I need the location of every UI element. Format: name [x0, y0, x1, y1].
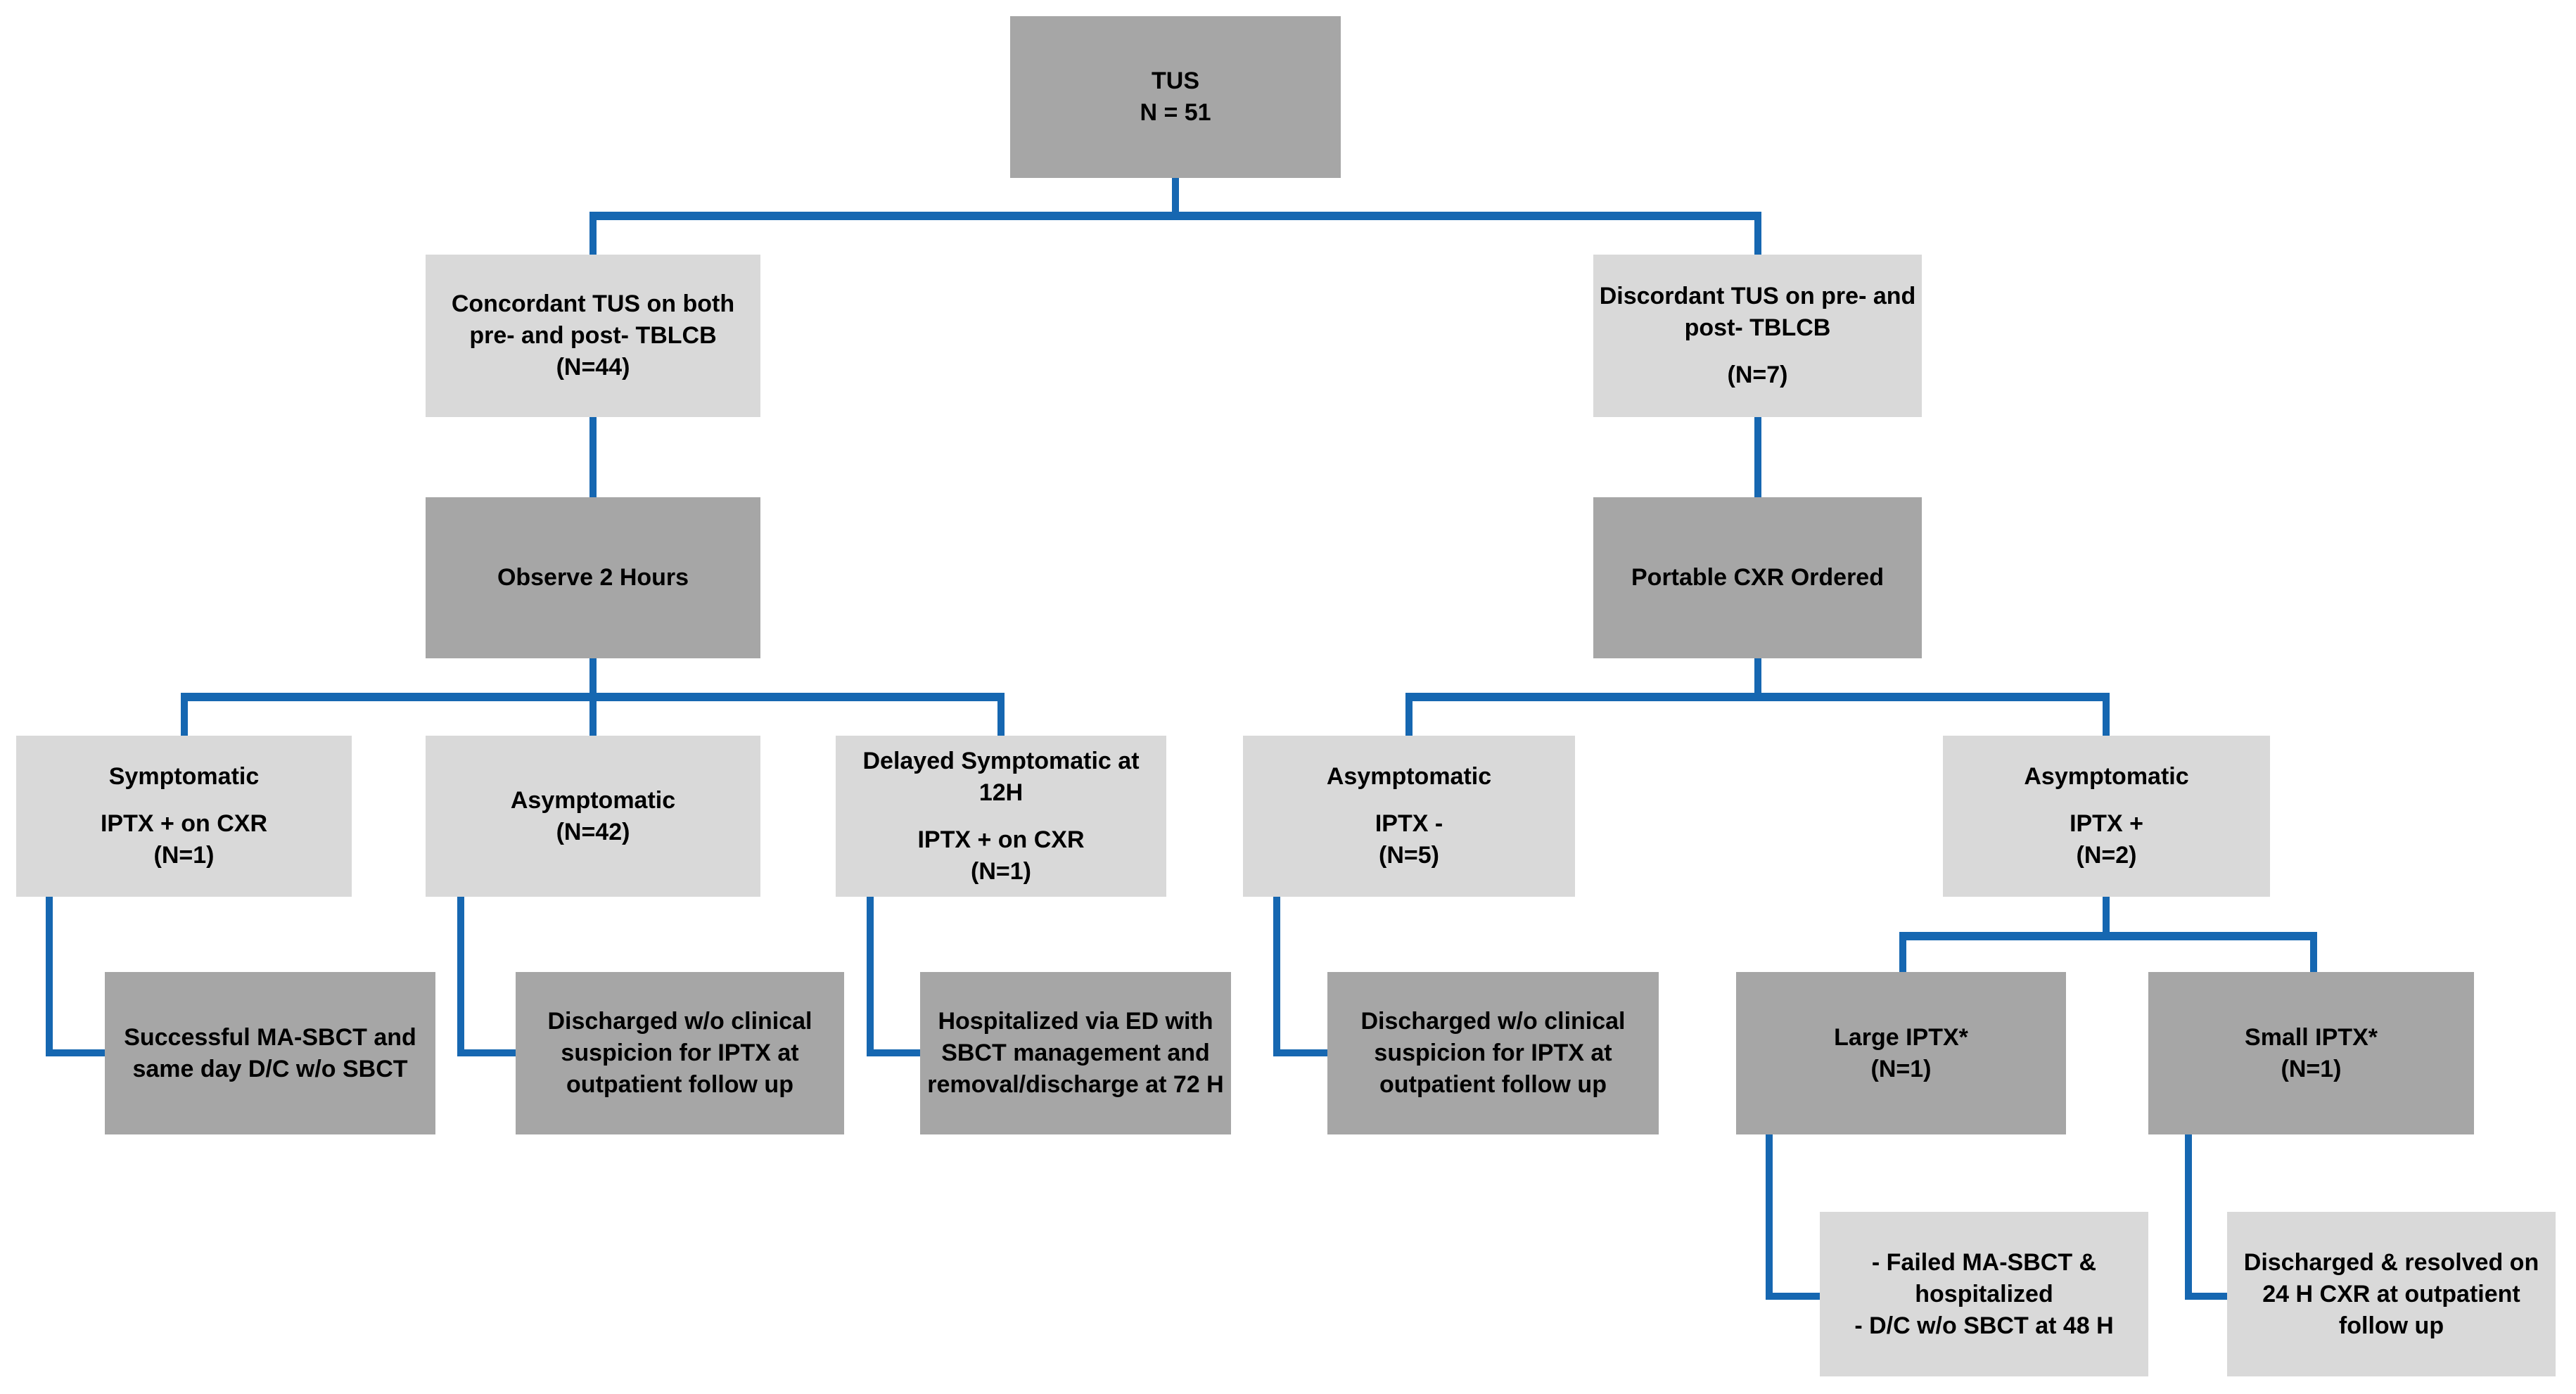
connector-asymptomatic-elbow-h	[457, 1049, 516, 1056]
connector-level1-drop-right	[1754, 212, 1761, 255]
text-line: Concordant TUS on both	[451, 290, 735, 317]
text-line: (N=44)	[556, 354, 630, 381]
text-line: IPTX +	[2070, 810, 2143, 837]
text-line: IPTX -	[1375, 810, 1443, 837]
connector-iptxneg-elbow-v	[1273, 897, 1280, 1056]
connector-level1-bar	[589, 212, 1761, 220]
connector-iptxpos-drop-large	[1899, 932, 1906, 972]
text-line: N = 51	[1140, 99, 1211, 126]
text-line: Asymptomatic	[2024, 763, 2189, 790]
node-failed-ma-sbct: - Failed MA-SBCT & hospitalized - D/C w/o …	[1820, 1212, 2148, 1376]
connector-portable-drop-iptxpos	[2103, 693, 2110, 736]
node-discharged-left: Discharged w/o clinical suspicion for IPT…	[516, 972, 844, 1134]
connector-iptxneg-elbow-h	[1273, 1049, 1327, 1056]
text-line: Symptomatic	[108, 763, 260, 790]
node-asymptomatic-42: Asymptomatic (N=42)	[426, 736, 760, 897]
text-line: (N=1)	[971, 857, 1031, 885]
connector-observe-drop-delayed	[997, 693, 1005, 736]
connector-small-elbow-h	[2185, 1293, 2227, 1300]
connector-portable-bar	[1405, 693, 2110, 701]
connector-iptxpos-bar	[1899, 932, 2317, 940]
text-line: Discharged w/o clinical	[1360, 1008, 1626, 1035]
connector-delayed-elbow-v	[867, 897, 874, 1056]
node-successful-ma-sbct: Successful MA-SBCT and same day D/C w/o S…	[105, 972, 435, 1134]
text-line: outpatient follow up	[566, 1071, 793, 1098]
connector-portable-trunk	[1754, 658, 1761, 697]
text-line: outpatient follow up	[1379, 1071, 1607, 1098]
node-small-iptx: Small IPTX* (N=1)	[2148, 972, 2474, 1134]
connector-small-elbow-v	[2185, 1134, 2192, 1300]
node-concordant: Concordant TUS on both pre- and post- TBL…	[426, 255, 760, 417]
text-line: Successful MA-SBCT and	[124, 1023, 416, 1051]
connector-discordant-portable	[1754, 417, 1761, 497]
text-line: Large IPTX*	[1834, 1023, 1968, 1051]
connector-delayed-elbow-h	[867, 1049, 920, 1056]
connector-large-elbow-h	[1766, 1293, 1820, 1300]
text-line: pre- and post- TBLCB	[469, 322, 717, 349]
text-line: follow up	[2338, 1312, 2444, 1339]
text-line: Small IPTX*	[2245, 1023, 2378, 1051]
text-line: Delayed Symptomatic at	[862, 747, 1140, 774]
connector-observe-drop-symptomatic	[181, 693, 188, 736]
connector-iptxpos-trunk	[2103, 897, 2110, 935]
node-delayed-symptomatic: Delayed Symptomatic at 12H IPTX + on CXR (N…	[836, 736, 1166, 897]
node-observe-2-hours: Observe 2 Hours	[426, 497, 760, 658]
text-line: - D/C w/o SBCT at 48 H	[1854, 1312, 2114, 1339]
connector-concordant-observe	[589, 417, 597, 497]
text-line: SBCT management and	[941, 1040, 1210, 1066]
text-line: (N=1)	[2281, 1055, 2342, 1082]
text-line: Asymptomatic	[1326, 763, 1492, 790]
text-line: hospitalized	[1915, 1280, 2053, 1307]
text-line: 12H	[978, 779, 1024, 806]
text-line: post- TBLCB	[1684, 314, 1831, 341]
text-line: removal/discharge at 72 H	[927, 1071, 1224, 1098]
node-discordant: Discordant TUS on pre- and post- TBLCB (N=…	[1593, 255, 1922, 417]
connector-symptomatic-elbow-h	[46, 1049, 105, 1056]
node-tus: TUS N = 51	[1010, 16, 1341, 178]
text-line: Discordant TUS on pre- and	[1599, 283, 1916, 309]
node-discharged-right: Discharged w/o clinical suspicion for IPT…	[1327, 972, 1659, 1134]
text-line: - Failed MA-SBCT &	[1871, 1248, 2097, 1276]
connector-observe-drop-asymptomatic	[589, 693, 597, 736]
text-line: Asymptomatic	[510, 786, 676, 814]
text-line: (N=1)	[153, 842, 215, 869]
text-line: IPTX + on CXR	[917, 826, 1085, 853]
node-large-iptx: Large IPTX* (N=1)	[1736, 972, 2066, 1134]
connector-portable-drop-iptxneg	[1405, 693, 1413, 736]
text-line: Discharged w/o clinical	[547, 1008, 812, 1035]
text-line: suspicion for IPTX at	[1374, 1040, 1612, 1066]
text-line: (N=5)	[1379, 842, 1439, 869]
connector-level1-drop-left	[589, 212, 597, 255]
text-line: Discharged & resolved on	[2243, 1248, 2539, 1276]
connector-tus-trunk	[1172, 177, 1179, 216]
text-line: IPTX + on CXR	[100, 810, 268, 837]
text-line: suspicion for IPTX at	[561, 1040, 799, 1066]
connector-large-elbow-v	[1766, 1134, 1773, 1300]
text-line: Observe 2 Hours	[497, 564, 689, 591]
connector-observe-trunk	[589, 658, 597, 697]
connector-symptomatic-elbow-v	[46, 897, 53, 1056]
connector-asymptomatic-elbow-v	[457, 897, 464, 1056]
node-discharged-resolved: Discharged & resolved on 24 H CXR at outp…	[2227, 1212, 2556, 1376]
text-line: Hospitalized via ED with	[938, 1008, 1213, 1035]
text-line: (N=42)	[556, 818, 630, 845]
text-line: TUS	[1152, 68, 1199, 94]
text-line: (N=7)	[1727, 362, 1788, 388]
connector-iptxpos-drop-small	[2310, 932, 2317, 972]
text-line: (N=1)	[1870, 1055, 1932, 1082]
text-line: (N=2)	[2076, 842, 2137, 869]
node-portable-cxr: Portable CXR Ordered	[1593, 497, 1922, 658]
text-line: Portable CXR Ordered	[1631, 564, 1884, 591]
text-line: same day D/C w/o SBCT	[132, 1055, 408, 1082]
text-line: 24 H CXR at outpatient	[2262, 1280, 2520, 1307]
